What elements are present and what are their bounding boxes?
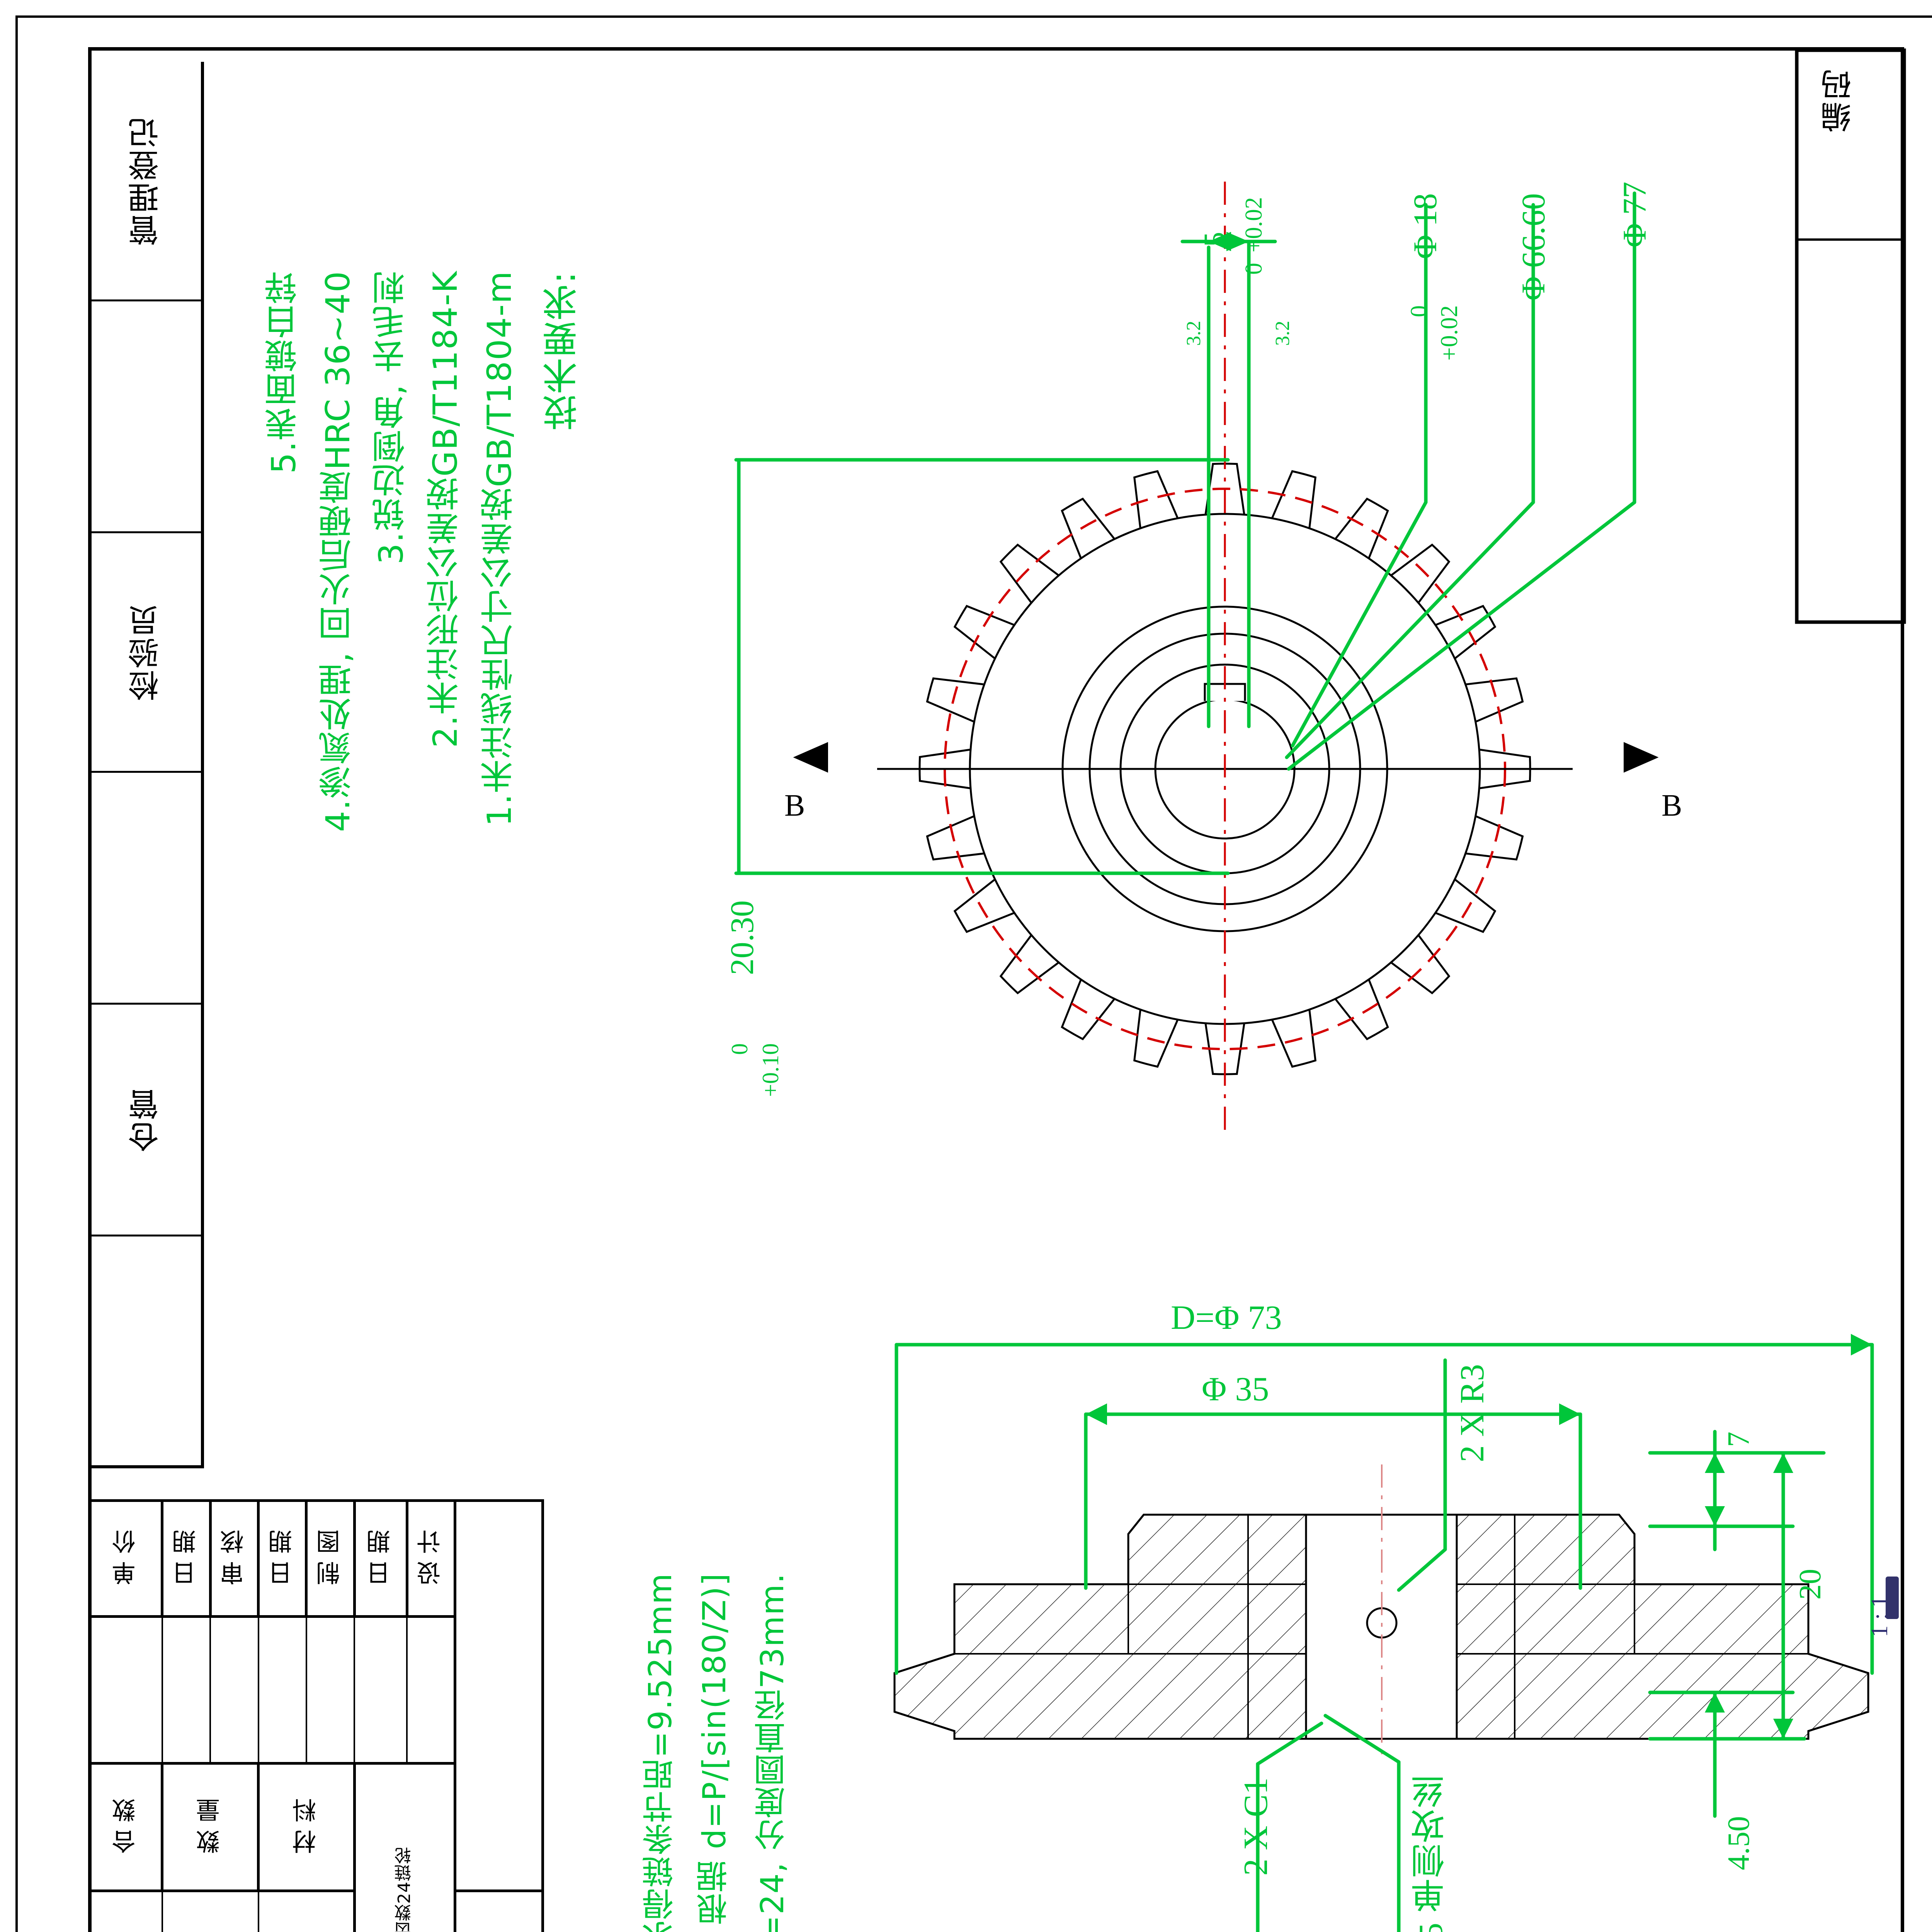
- mgmt-label-2: 检验员: [128, 603, 164, 701]
- tech-requirement-item-5: 5.表面镀白锌: [265, 270, 303, 474]
- code-box-label: 编码: [1820, 68, 1856, 133]
- tb-checked-value[interactable]: [209, 1616, 259, 1764]
- dim-total-width-value: 20: [1793, 1569, 1827, 1600]
- tb-material-value[interactable]: 45#钢: [257, 1890, 355, 1932]
- tb-checked-date-label[interactable]: 日 期: [161, 1499, 212, 1618]
- mgmt-cell-4[interactable]: 仓管: [88, 1005, 204, 1236]
- mgmt-cell-5[interactable]: [88, 1236, 204, 1468]
- dim-keyway-depth-tol-upper: +0.10: [758, 1043, 783, 1097]
- dim-keyway-depth-value: 20.30: [723, 900, 760, 975]
- tb-material-label[interactable]: 材 料: [257, 1762, 356, 1892]
- tb-drawn-value[interactable]: [305, 1616, 355, 1764]
- mgmt-label-0: 管理登记: [128, 116, 164, 246]
- tb-design-value[interactable]: [406, 1616, 456, 1764]
- tech-requirements-heading: 技术要求:: [542, 270, 583, 430]
- section-label-right: B: [1662, 789, 1682, 823]
- dim-keyway-width-tol-lower: 0: [1241, 263, 1267, 275]
- dim-chamfer-value: 2 X C1: [1237, 1777, 1275, 1876]
- tb-unit-price-value[interactable]: [88, 1616, 163, 1764]
- gear-note-line-3: 求得链条节距=9.525mm: [642, 1573, 679, 1932]
- tb-part-description-cell[interactable]: LTX-19-节距9.525内径16齿数24链轮: [353, 1762, 457, 1932]
- dim-bore-value: Φ 18: [1406, 193, 1444, 259]
- dim-tap-note-value: M5 单侧攻丝: [1412, 1774, 1450, 1932]
- gear-note-line-1: 齿数 Z=24, 分度圆直径73mm.: [754, 1573, 791, 1932]
- tb-drawn-date-label[interactable]: 日 期: [257, 1499, 308, 1618]
- tb-machine-type-label-cell[interactable]: 机 型: [454, 1889, 544, 1932]
- section-label-left: B: [784, 789, 805, 823]
- dim-outside-diameter-value: Φ 77: [1616, 182, 1653, 248]
- tech-requirement-item-4: 4.渗氮处理, 回火后硬度HRC 36~40: [319, 270, 357, 832]
- tb-design-date-label[interactable]: 日 期: [353, 1499, 408, 1618]
- dim-keyway-width-value: 5: [1197, 232, 1231, 247]
- title-block: 单 价 日 期 审 核 日 期 制 图 日 期 设 计: [88, 1499, 544, 1932]
- tb-total-price-label[interactable]: 合 数: [88, 1762, 164, 1892]
- tb-design-label[interactable]: 设 计: [405, 1499, 457, 1618]
- mgmt-cell-3[interactable]: [88, 773, 204, 1005]
- sheet-inner-border: [88, 47, 1904, 1932]
- dim-bore-tol-lower: 0: [1406, 305, 1432, 317]
- tb-drawn-date-value[interactable]: [257, 1616, 307, 1764]
- dim-keyway-depth-tol-lower: 0: [727, 1043, 752, 1055]
- tech-requirement-item-1: 1.未注线性尺寸公差按GB/T1804-m: [480, 270, 519, 827]
- dim-tooth-width-value: 7: [1722, 1432, 1756, 1447]
- dim-pitch-diameter-value: D=Φ 73: [1171, 1299, 1282, 1337]
- surface-finish-mark-b: 3.2: [1183, 321, 1205, 346]
- tb-drawn-label[interactable]: 制 图: [305, 1499, 356, 1618]
- dim-hub-diameter-value: Φ 35: [1202, 1371, 1269, 1408]
- gear-note-line-2: 根据 d=P/[sin(180/Z)]: [696, 1573, 733, 1925]
- code-box-label-wrap: 编码: [1816, 68, 1861, 134]
- tb-total-price-value[interactable]: [88, 1890, 163, 1932]
- tb-quantity-value[interactable]: 2: [161, 1890, 259, 1932]
- tb-unit-price-label[interactable]: 单 价: [88, 1499, 164, 1618]
- dim-bore-tol-upper: +0.02: [1436, 305, 1463, 361]
- tb-design-date-value[interactable]: [354, 1616, 408, 1764]
- surface-finish-mark-a: 3.2: [1272, 321, 1294, 346]
- tb-quantity-label[interactable]: 数 量: [161, 1762, 260, 1892]
- tb-checked-date-value[interactable]: [161, 1616, 211, 1764]
- sheet-outer-border: [15, 15, 1932, 1932]
- tb-checked-label[interactable]: 审 核: [209, 1499, 260, 1618]
- tech-requirement-item-3: 3.锐边倒角, 去毛刺: [372, 270, 411, 565]
- mgmt-cell-1[interactable]: [88, 301, 204, 533]
- tech-requirement-item-2: 2.未注形位公差按GB/T1184-K: [426, 270, 465, 748]
- dim-fillet-radius-value: 2 X R3: [1454, 1364, 1491, 1463]
- dim-root-diameter-value: Φ 66.60: [1515, 193, 1552, 301]
- management-table: 管理登记 检验员 仓管: [88, 62, 204, 1468]
- mgmt-cell-0[interactable]: 管理登记: [88, 62, 204, 301]
- tb-machine-type-cell[interactable]: [454, 1499, 544, 1892]
- mgmt-cell-2[interactable]: 检验员: [88, 533, 204, 773]
- scale-bar-icon: [1886, 1577, 1899, 1619]
- dim-flange-thickness-value: 4.50: [1722, 1816, 1756, 1870]
- dim-keyway-width-tol-upper: +0.02: [1241, 197, 1267, 253]
- mgmt-label-4: 仓管: [128, 1087, 164, 1152]
